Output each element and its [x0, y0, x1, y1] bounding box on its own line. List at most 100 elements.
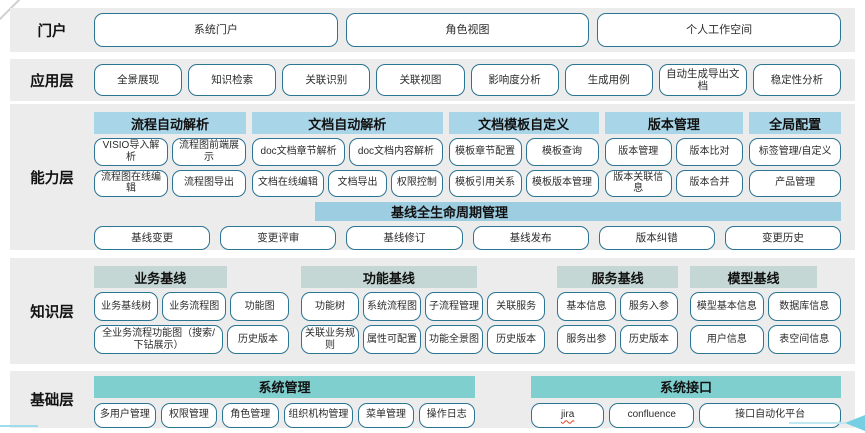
group-row: 全业务流程功能图（搜索/下钻展示） 历史版本 — [94, 325, 289, 354]
group-service-baseline: 服务基线 基本信息 服务入参 服务出参 历史版本 — [557, 266, 679, 364]
interface-item-confluence: confluence — [609, 402, 695, 428]
layer-portal: 门户 系统门户 角色视图 个人工作空间 — [10, 8, 855, 52]
group-row: 标签管理/自定义 — [749, 138, 841, 166]
interface-item-jira: jira — [531, 402, 605, 428]
capability-item: 版本管理 — [604, 138, 672, 166]
baseline-item: 变更评审 — [220, 226, 337, 251]
layer-capability: 能力层 流程自动解析 VISIO导入解析 流程图前端展示 流程图在线编辑 流程图… — [10, 104, 855, 251]
group-header: 文档自动解析 — [251, 112, 443, 134]
knowledge-item: 属性可配置 — [362, 325, 422, 354]
layer-capability-label: 能力层 — [30, 170, 74, 187]
capability-item: 文档在线编辑 — [251, 169, 324, 198]
group-global-config: 全局配置 标签管理/自定义 产品管理 — [749, 112, 841, 198]
group-row: VISIO导入解析 流程图前端展示 — [94, 138, 246, 166]
baseline-lifecycle-header: 基线全生命周期管理 — [315, 202, 841, 222]
group-row: 产品管理 — [749, 169, 841, 198]
group-row: jira confluence 接口自动化平台 — [531, 402, 842, 428]
knowledge-item: 数据库信息 — [767, 292, 841, 321]
left-arrow-icon — [845, 415, 865, 431]
layer-foundation: 基础层 系统管理 多用户管理 权限管理 角色管理 组织机构管理 菜单管理 操作日… — [10, 371, 855, 428]
layer-knowledge-content: 业务基线 业务基线树 业务流程图 功能图 全业务流程功能图（搜索/下钻展示） 历… — [94, 258, 841, 364]
capability-item: 权限控制 — [391, 169, 443, 198]
capability-item: VISIO导入解析 — [94, 138, 168, 166]
application-item: 关联识别 — [282, 64, 371, 96]
knowledge-item: 服务入参 — [619, 292, 679, 321]
layer-application-content: 全景展现 知识检索 关联识别 关联视图 影响度分析 生成用例 自动生成导出文档 … — [94, 59, 841, 101]
portal-item: 系统门户 — [94, 13, 338, 47]
foundation-item: 操作日志 — [418, 402, 475, 428]
capability-item: 产品管理 — [749, 169, 841, 198]
group-row: doc文档章节解析 doc文档内容解析 — [251, 138, 443, 166]
baseline-item: 基线发布 — [472, 226, 589, 251]
group-system-mgmt: 系统管理 多用户管理 权限管理 角色管理 组织机构管理 菜单管理 操作日志 — [94, 376, 475, 428]
knowledge-item: 全业务流程功能图（搜索/下钻展示） — [94, 325, 224, 354]
group-row: 模板章节配置 模板查询 — [448, 138, 599, 166]
knowledge-item: 功能全景图 — [425, 325, 484, 354]
group-header: 文档模板自定义 — [448, 112, 599, 134]
application-item: 自动生成导出文档 — [658, 64, 747, 96]
foundation-item: 组织机构管理 — [283, 402, 354, 428]
knowledge-item: 基本信息 — [557, 292, 616, 321]
capability-item: doc文档内容解析 — [349, 138, 443, 166]
knowledge-item: 功能图 — [230, 292, 289, 321]
baseline-item: 基线变更 — [94, 226, 211, 251]
layer-capability-content: 流程自动解析 VISIO导入解析 流程图前端展示 流程图在线编辑 流程图导出 文… — [94, 104, 842, 251]
foundation-item: 角色管理 — [222, 402, 279, 428]
capability-item: doc文档章节解析 — [251, 138, 346, 166]
layer-application-label: 应用层 — [30, 73, 74, 90]
baseline-item: 基线修订 — [346, 226, 463, 251]
knowledge-item: 模型基本信息 — [690, 292, 764, 321]
group-row: 关联业务规则 属性可配置 功能全景图 历史版本 — [300, 325, 546, 354]
group-row: 多用户管理 权限管理 角色管理 组织机构管理 菜单管理 操作日志 — [94, 402, 475, 428]
bottom-left-line — [0, 425, 38, 427]
capability-item: 版本合并 — [675, 169, 744, 198]
capability-item: 模板引用关系 — [448, 169, 522, 198]
capability-item: 流程图导出 — [171, 169, 246, 198]
layer-portal-label: 门户 — [37, 23, 67, 40]
group-doc-template: 文档模板自定义 模板章节配置 模板查询 模板引用关系 模板版本管理 — [448, 112, 599, 198]
group-header: 版本管理 — [604, 112, 744, 134]
capability-item: 标签管理/自定义 — [749, 138, 841, 166]
group-doc-parse: 文档自动解析 doc文档章节解析 doc文档内容解析 文档在线编辑 文档导出 权… — [251, 112, 443, 198]
group-row: 模板引用关系 模板版本管理 — [448, 169, 599, 198]
group-row: 版本关联信息 版本合并 — [604, 169, 744, 198]
group-header: 系统接口 — [531, 376, 841, 398]
application-item: 稳定性分析 — [752, 64, 841, 96]
application-item: 生成用例 — [564, 64, 653, 96]
knowledge-item: 历史版本 — [619, 325, 679, 354]
application-item: 关联视图 — [376, 64, 465, 96]
capability-item: 模板版本管理 — [525, 169, 599, 198]
group-row: 用户信息 表空间信息 — [690, 325, 841, 354]
group-header: 功能基线 — [300, 266, 477, 288]
group-row: 文档在线编辑 文档导出 权限控制 — [251, 169, 443, 198]
group-model-baseline: 模型基线 模型基本信息 数据库信息 用户信息 表空间信息 — [690, 266, 841, 364]
interface-item-platform: 接口自动化平台 — [699, 402, 842, 428]
foundation-item: 权限管理 — [160, 402, 218, 428]
group-function-baseline: 功能基线 功能树 系统流程图 子流程管理 关联服务 关联业务规则 属性可配置 功… — [300, 266, 546, 364]
group-row: 流程图在线编辑 流程图导出 — [94, 169, 246, 198]
knowledge-item: 关联服务 — [487, 292, 546, 321]
group-process-parse: 流程自动解析 VISIO导入解析 流程图前端展示 流程图在线编辑 流程图导出 — [94, 112, 246, 198]
layer-foundation-label: 基础层 — [30, 393, 74, 409]
group-row: 基本信息 服务入参 — [557, 292, 679, 321]
knowledge-item: 子流程管理 — [425, 292, 484, 321]
group-business-baseline: 业务基线 业务基线树 业务流程图 功能图 全业务流程功能图（搜索/下钻展示） 历… — [94, 266, 289, 364]
knowledge-item: 表空间信息 — [767, 325, 841, 354]
group-row: 模型基本信息 数据库信息 — [690, 292, 841, 321]
application-item: 全景展现 — [94, 64, 183, 96]
group-header: 模型基线 — [690, 266, 817, 288]
capability-item: 版本比对 — [675, 138, 744, 166]
knowledge-item: 业务流程图 — [162, 292, 227, 321]
group-header: 全局配置 — [749, 112, 841, 134]
foundation-item: 多用户管理 — [94, 402, 156, 428]
group-row: 功能树 系统流程图 子流程管理 关联服务 — [300, 292, 546, 321]
layer-knowledge: 知识层 业务基线 业务基线树 业务流程图 功能图 全业务流程功能图（搜索/下钻展… — [10, 258, 855, 364]
group-header: 服务基线 — [557, 266, 679, 288]
application-item: 影响度分析 — [470, 64, 559, 96]
layer-knowledge-label: 知识层 — [30, 304, 74, 321]
baseline-item: 变更历史 — [724, 226, 842, 251]
knowledge-item: 系统流程图 — [362, 292, 422, 321]
knowledge-item: 历史版本 — [487, 325, 546, 354]
knowledge-item: 用户信息 — [690, 325, 764, 354]
